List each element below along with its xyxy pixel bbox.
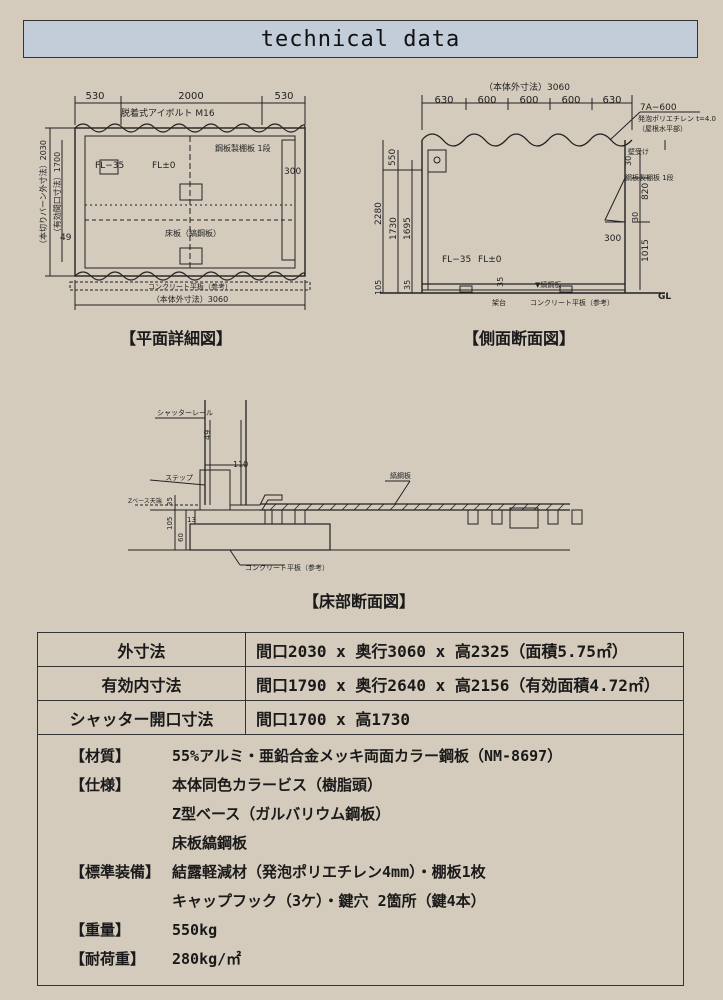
side-floor-label: ▼縞鋼板 — [535, 280, 561, 289]
spec-label: 外寸法 — [37, 632, 246, 667]
detail-key: 【標準装備】 — [70, 863, 161, 881]
technical-drawings: 530 2000 530 脱着式アイボルト M16 鋼板製棚板 1段 300 F… — [38, 81, 716, 572]
side-base-label: 架台 — [492, 298, 506, 307]
plan-concrete-label: コンクリート平板（参考） — [148, 282, 232, 291]
floor-concrete-label: コンクリート平板（参考） — [245, 563, 329, 572]
detail-value: 550kg — [172, 920, 218, 939]
side-fl-zero: FL±0 — [478, 255, 502, 265]
side-dim-630a: 630 — [434, 95, 453, 106]
side-dim-35b: 35 — [496, 277, 505, 287]
plan-caption: 【平面詳細図】 — [120, 329, 233, 348]
plan-view-drawing — [45, 96, 311, 310]
spec-label: シャッター開口寸法 — [37, 700, 246, 735]
detail-key: 【仕様】 — [70, 776, 131, 794]
plan-bolt-label: 脱着式アイボルト M16 — [121, 107, 215, 119]
side-dim-600a: 600 — [477, 95, 496, 106]
detail-row: 【重量】 550kg — [70, 915, 683, 944]
detail-row: 床板縞鋼板 — [70, 828, 683, 857]
floor-dim-49: 49 — [203, 430, 212, 440]
detail-value: Z型ベース（ガルバリウム鋼板） — [172, 805, 391, 823]
details-box: 【材質】 55%アルミ・亜鉛合金メッキ両面カラー鋼板（NM-8697） 【仕様】 本… — [37, 734, 684, 986]
side-dim-2280: 2280 — [374, 202, 384, 225]
floor-plate-label: 縞鋼板 — [390, 471, 411, 480]
spec-value: 間口2030 x 奥行3060 x 高2325（面積5.75㎡） — [245, 632, 684, 667]
floor-dim-35: 35 — [166, 497, 174, 506]
plan-dim-300: 300 — [284, 167, 301, 177]
table-row: シャッター開口寸法 間口1700 x 高1730 — [37, 700, 684, 735]
detail-row: 【仕様】 本体同色カラービス（樹脂頭） — [70, 770, 683, 799]
side-dim-30a: 30 — [624, 156, 633, 166]
floor-caption: 【床部断面図】 — [303, 592, 416, 611]
spec-label: 有効内寸法 — [37, 666, 246, 701]
side-shelf-label: 鋼板製棚板 1段 — [625, 173, 674, 182]
floor-section-drawing — [128, 400, 583, 566]
side-wall-label: 壁受け — [628, 147, 649, 156]
floor-dim-13: 13 — [187, 516, 196, 524]
plan-outer-width: （本切りバーン外寸法）2030 — [38, 140, 48, 248]
plan-dim-left: 530 — [85, 91, 104, 102]
detail-key: 【耐荷重】 — [70, 950, 146, 968]
floor-rail-label: シャッターレール — [157, 408, 213, 417]
side-view-drawing — [380, 95, 700, 294]
plan-dim-center: 2000 — [178, 91, 203, 102]
plan-shelf-label: 鋼板製棚板 1段 — [215, 143, 271, 153]
detail-key: 【重量】 — [70, 921, 131, 939]
side-dim-820: 820 — [641, 183, 651, 200]
plan-bottom-dim: （本体外寸法）3060 — [152, 294, 228, 304]
page-header: technical data — [23, 20, 698, 58]
floor-step-label: ステップ — [165, 474, 193, 482]
side-roof-spec3: （屋根水平部） — [638, 124, 687, 133]
plan-fl-minus: FL−35 — [95, 161, 124, 171]
table-row: 有効内寸法 間口1790 x 奥行2640 x 高2156（有効面積4.72㎡） — [37, 666, 684, 701]
side-dim-35: 35 — [403, 280, 412, 290]
side-dim-30b: 30 — [631, 212, 640, 222]
side-roof-spec: 7A−600 — [640, 103, 677, 113]
side-dim-630b: 630 — [602, 95, 621, 106]
side-top-dim: （本体外寸法）3060 — [484, 81, 570, 93]
detail-value: 本体同色カラービス（樹脂頭） — [172, 776, 383, 794]
side-fl-minus: FL−35 — [442, 255, 471, 265]
spec-table: 外寸法 間口2030 x 奥行3060 x 高2325（面積5.75㎡） 有効内… — [37, 632, 684, 735]
detail-value: 床板縞鋼板 — [172, 834, 248, 852]
spec-value: 間口1700 x 高1730 — [245, 700, 684, 735]
detail-row: キャップフック（3ケ）・鍵穴 2箇所（鍵4本） — [70, 886, 683, 915]
plan-fl-zero: FL±0 — [152, 161, 176, 171]
plan-floor-label: 床板（縞鋼板） — [165, 228, 221, 238]
detail-value: 55%アルミ・亜鉛合金メッキ両面カラー鋼板（NM-8697） — [172, 747, 563, 765]
side-dim-600b: 600 — [519, 95, 538, 106]
floor-plate-hatch — [269, 503, 565, 511]
side-concrete-label: コンクリート平板（参考） — [530, 298, 614, 307]
side-dim-300: 300 — [604, 234, 621, 244]
detail-value: キャップフック（3ケ）・鍵穴 2箇所（鍵4本） — [172, 892, 486, 910]
side-dim-550: 550 — [388, 149, 398, 166]
detail-row: Z型ベース（ガルバリウム鋼板） — [70, 799, 683, 828]
floor-base-label: Zベース天端 — [128, 497, 162, 505]
floor-dim-105: 105 — [166, 517, 174, 530]
side-roof-spec2: 発泡ポリエチレン t=4.0 — [638, 114, 716, 123]
detail-row: 【材質】 55%アルミ・亜鉛合金メッキ両面カラー鋼板（NM-8697） — [70, 741, 683, 770]
floor-dim-110: 110 — [233, 460, 248, 469]
side-dim-1695: 1695 — [403, 217, 413, 240]
detail-row: 【耐荷重】 280kg/㎡ — [70, 944, 683, 973]
table-row: 外寸法 間口2030 x 奥行3060 x 高2325（面積5.75㎡） — [37, 632, 684, 667]
detail-row: 【標準装備】結露軽減材（発泡ポリエチレン4mm）・棚板1枚 — [70, 857, 683, 886]
detail-key: 【材質】 — [70, 747, 131, 765]
plan-dim-right: 530 — [274, 91, 293, 102]
side-dim-1015: 1015 — [641, 239, 651, 262]
plan-inner-width: （有効間口寸法）1700 — [52, 152, 62, 236]
detail-value: 280kg/㎡ — [172, 950, 242, 968]
side-gl-label: GL — [658, 292, 671, 302]
detail-value: 結露軽減材（発泡ポリエチレン4mm）・棚板1枚 — [172, 863, 486, 881]
page-title: technical data — [260, 26, 461, 52]
spec-value: 間口1790 x 奥行2640 x 高2156（有効面積4.72㎡） — [245, 666, 684, 701]
plan-dim-49: 49 — [60, 233, 72, 243]
side-caption: 【側面断面図】 — [463, 329, 576, 348]
floor-dim-60: 60 — [177, 533, 185, 542]
side-dim-600c: 600 — [561, 95, 580, 106]
side-dim-105: 105 — [374, 280, 383, 295]
side-dim-1730: 1730 — [389, 217, 399, 240]
